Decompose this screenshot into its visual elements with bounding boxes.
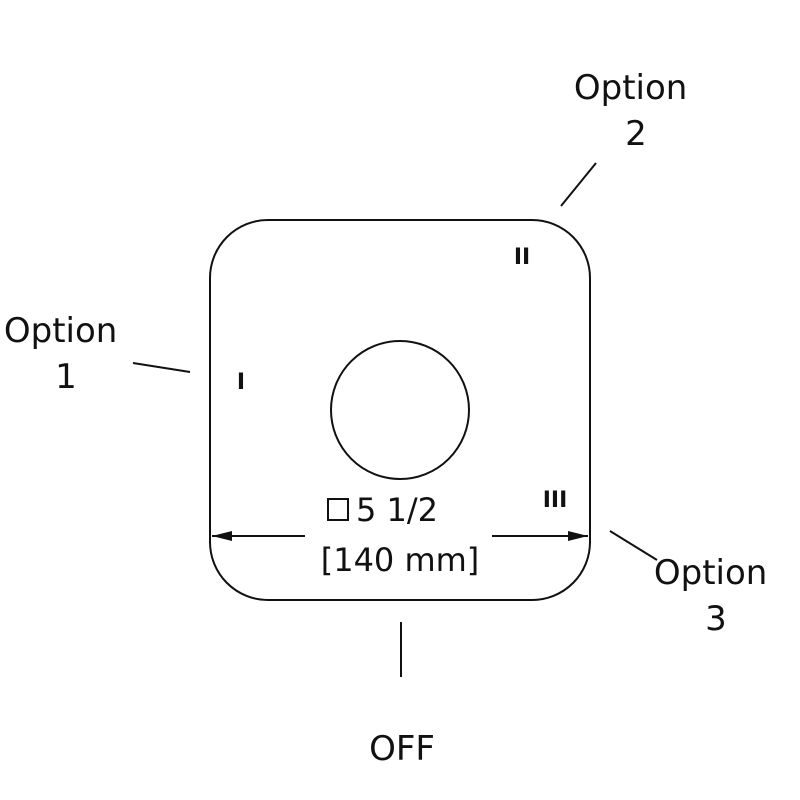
- square-dimension-symbol: [327, 498, 349, 521]
- position-mark-3: III: [543, 488, 568, 513]
- dimension-size: 5 1/2: [356, 491, 438, 529]
- leader-option-1: [132, 362, 191, 373]
- switch-plate: [209, 219, 591, 601]
- dimension-metric: [140 mm]: [321, 541, 480, 579]
- label-option-3: Option 3: [654, 553, 778, 639]
- position-mark-2: II: [514, 245, 530, 270]
- label-off: OFF: [369, 729, 435, 769]
- label-option-1: Option 1: [4, 311, 128, 397]
- position-mark-1: I: [237, 370, 245, 395]
- leader-option-3: [609, 530, 658, 561]
- label-option-2: Option 2: [574, 68, 698, 154]
- leader-option-2: [560, 162, 597, 207]
- knob-hole: [330, 340, 470, 480]
